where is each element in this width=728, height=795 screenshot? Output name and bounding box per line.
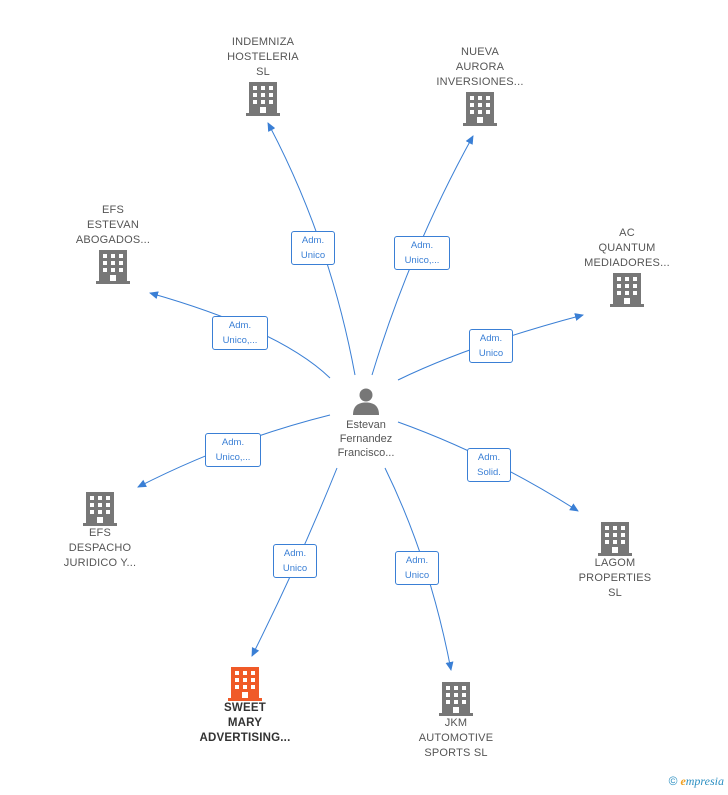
company-label: EFS DESPACHO JURIDICO Y... [63, 527, 137, 569]
person-icon [353, 388, 379, 415]
role-label-nueva[interactable]: Adm. Unico,... [394, 236, 450, 270]
building-icon [439, 682, 473, 716]
role-label-jkm[interactable]: Adm. Unico [395, 551, 439, 585]
company-node-jkm[interactable]: JKM AUTOMOTIVE SPORTS SL [386, 680, 526, 761]
building-icon [463, 92, 497, 126]
company-label: EFS ESTEVAN ABOGADOS... [75, 204, 151, 246]
company-label: AC QUANTUM MEDIADORES... [584, 227, 670, 269]
role-label-efs-despacho[interactable]: Adm. Unico,... [205, 433, 261, 467]
building-icon [83, 492, 117, 526]
role-label-efs-estevan[interactable]: Adm. Unico,... [212, 316, 268, 350]
company-node-efs-despacho[interactable]: EFS DESPACHO JURIDICO Y... [30, 490, 170, 571]
building-icon [246, 82, 280, 116]
role-label-sweet[interactable]: Adm. Unico [273, 544, 317, 578]
company-label: LAGOM PROPERTIES SL [578, 557, 652, 599]
company-node-sweet[interactable]: SWEET MARY ADVERTISING... [175, 665, 315, 746]
center-person[interactable]: Estevan Fernandez Francisco... [306, 386, 426, 460]
building-icon [610, 273, 644, 307]
company-label: INDEMNIZA HOSTELERIA SL [227, 36, 299, 78]
company-node-efs-estevan[interactable]: EFS ESTEVAN ABOGADOS... [43, 203, 183, 284]
company-node-nueva[interactable]: NUEVA AURORA INVERSIONES... [410, 45, 550, 126]
copyright-symbol: © [668, 774, 678, 788]
company-node-indemniza[interactable]: INDEMNIZA HOSTELERIA SL [193, 35, 333, 116]
company-node-ac-quantum[interactable]: AC QUANTUM MEDIADORES... [557, 226, 697, 307]
empresia-watermark: ©empresia [669, 774, 724, 789]
center-person-label: Estevan Fernandez Francisco... [337, 419, 395, 459]
role-label-indemniza[interactable]: Adm. Unico [291, 231, 335, 265]
brand-rest: mpresia [685, 774, 724, 788]
company-label: SWEET MARY ADVERTISING... [199, 702, 291, 744]
brand-e: e [680, 774, 686, 788]
company-label: JKM AUTOMOTIVE SPORTS SL [418, 717, 494, 759]
role-label-ac-quantum[interactable]: Adm. Unico [469, 329, 513, 363]
building-icon [228, 667, 262, 701]
building-icon [598, 522, 632, 556]
role-label-lagom[interactable]: Adm. Solid. [467, 448, 511, 482]
company-label: NUEVA AURORA INVERSIONES... [436, 46, 524, 88]
building-icon [96, 250, 130, 284]
company-node-lagom[interactable]: LAGOM PROPERTIES SL [545, 520, 685, 601]
